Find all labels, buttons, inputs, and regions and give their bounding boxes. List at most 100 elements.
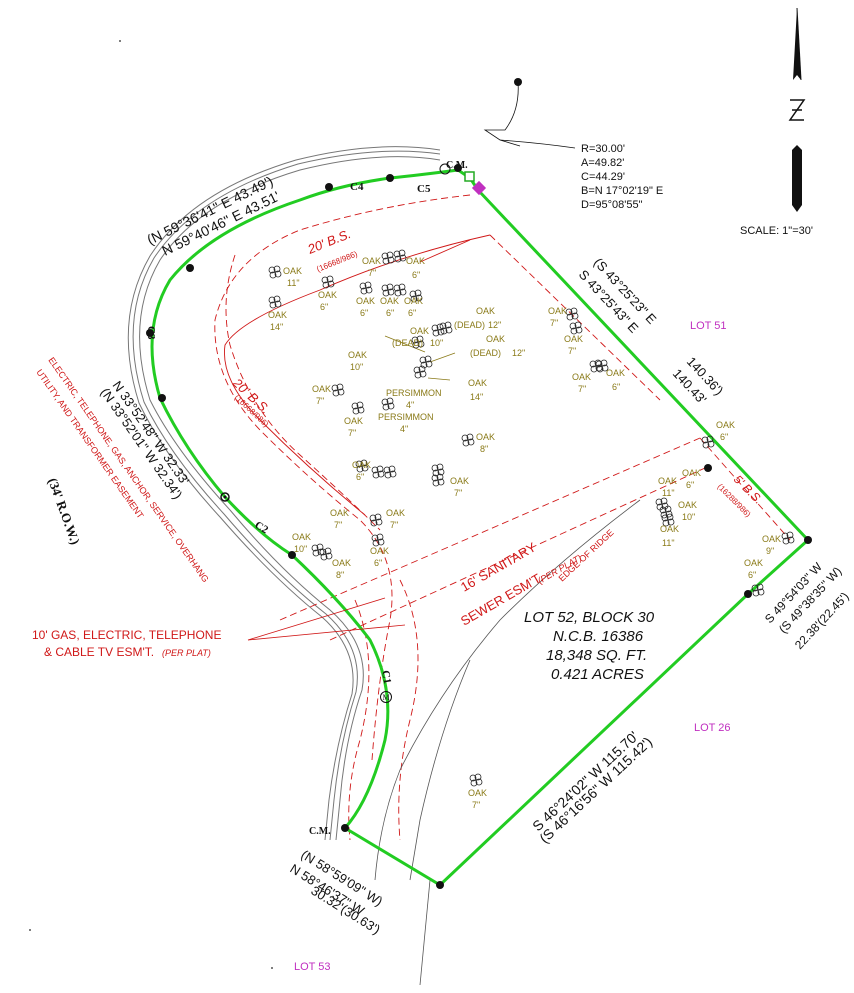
curve-bearing: B=N 17°02'19" E — [581, 185, 663, 197]
tree-label: OAK — [312, 384, 331, 394]
tree-label: OAK — [410, 326, 429, 336]
tree-label: OAK — [486, 334, 505, 344]
tree-label: OAK — [548, 306, 567, 316]
tree-label: 8" — [336, 570, 344, 580]
lot-block: LOT 52, BLOCK 30 — [524, 609, 655, 626]
bearing-se: S 46°24'02" W 115.70' — [529, 728, 641, 834]
tree-label: OAK — [660, 524, 679, 534]
curve-label-c3: C3 — [145, 326, 157, 340]
tree-label: OAK — [318, 290, 337, 300]
tree-label: 7" — [316, 396, 324, 406]
tree-label: 14" — [470, 392, 483, 402]
tree-label: OAK — [658, 476, 677, 486]
monument-square-icon — [464, 171, 475, 182]
tree-label: OAK — [762, 534, 781, 544]
tree-label: 4" — [400, 424, 408, 434]
ridge-line — [374, 499, 641, 986]
tree-label: 7" — [578, 384, 586, 394]
scan-dot — [29, 929, 31, 931]
tree-label: OAK — [468, 378, 487, 388]
bs-line-solid — [224, 234, 491, 516]
tree-label: 14" — [270, 322, 283, 332]
tree-label: 10" — [294, 544, 307, 554]
curve-delta: D=95°08'55" — [581, 199, 643, 211]
tree-label: 6" — [320, 302, 328, 312]
tree-label: OAK — [406, 256, 425, 266]
tree-label: OAK — [476, 306, 495, 316]
tree-label: 6" — [360, 308, 368, 318]
tree-label: 6" — [612, 382, 620, 392]
tree-label: 8" — [480, 444, 488, 454]
tree-label: OAK — [332, 558, 351, 568]
tree-label: OAK — [344, 416, 363, 426]
lot-boundary — [150, 168, 811, 887]
tree-label: 4" — [406, 400, 414, 410]
tree-label: 6" — [374, 558, 382, 568]
cm-label-bottom: C.M. — [309, 826, 331, 837]
tree-label: OAK — [468, 788, 487, 798]
lot-sqft: 18,348 SQ. FT. — [546, 647, 647, 664]
tree-label: OAK — [370, 546, 389, 556]
tree-label: 6" — [386, 308, 394, 318]
tree-label: 7" — [390, 520, 398, 530]
row-label: (34' R.O.W.) — [45, 476, 83, 547]
svg-text:M: M — [382, 693, 389, 702]
scan-dot — [271, 967, 273, 969]
tree-label: OAK — [330, 508, 349, 518]
row-lines — [127, 146, 441, 841]
marker-magenta-icon — [471, 180, 487, 196]
gas-easement-ref: (PER PLAT) — [162, 648, 211, 658]
tree-leaders — [384, 335, 456, 381]
tree-label: 6" — [720, 432, 728, 442]
tree-label: 11" — [287, 278, 300, 288]
tree-labels: OAK 11" OAK 14" OAK 6" OAK 7" OAK 6" OAK… — [268, 256, 781, 810]
curve-label-c2: C2 — [253, 519, 271, 536]
tree-label: OAK — [352, 460, 371, 470]
gas-easement-leaders — [247, 597, 406, 641]
tree-label: 10" — [430, 338, 443, 348]
tree-label: (DEAD) — [454, 320, 485, 330]
tree-label: 9" — [766, 546, 774, 556]
tree-label: 11" — [662, 488, 675, 498]
tree-label: 6" — [748, 570, 756, 580]
tree-label: OAK — [380, 296, 399, 306]
easement-lines — [214, 194, 791, 841]
curve-label-c5: C5 — [417, 183, 431, 195]
tree-label: 7" — [334, 520, 342, 530]
tree-label: OAK — [682, 468, 701, 478]
tree-label: 10" — [682, 512, 695, 522]
tree-label: OAK — [283, 266, 302, 276]
water-meter-icon — [439, 163, 451, 175]
tree-label: OAK — [564, 334, 583, 344]
tree-label: PERSIMMON — [378, 412, 434, 422]
lot-53-label: LOT 53 — [294, 961, 331, 973]
lot-acres: 0.421 ACRES — [551, 666, 644, 683]
curve-chord: C=44.29' — [581, 171, 625, 183]
tree-label: OAK — [476, 432, 495, 442]
gas-easement-label-1: 10' GAS, ELECTRIC, TELEPHONE — [32, 628, 221, 642]
pin-icon — [220, 492, 230, 502]
tree-label: 7" — [348, 428, 356, 438]
tree-label: (DEAD) — [470, 348, 501, 358]
lot-26-label: LOT 26 — [694, 722, 731, 734]
tree-label: OAK — [716, 420, 735, 430]
lot-ncb: N.C.B. 16386 — [553, 628, 644, 645]
tree-label: 7" — [368, 268, 376, 278]
survey-points — [146, 78, 812, 889]
tree-label: OAK — [348, 350, 367, 360]
curve-radius: R=30.00' — [581, 143, 625, 155]
tree-label: OAK — [386, 508, 405, 518]
gas-easement-label-2: & CABLE TV ESM'T. — [44, 645, 154, 659]
curve-label-c4: C4 — [350, 181, 364, 193]
tree-label: 10" — [350, 362, 363, 372]
tree-label: (DEAD) — [392, 338, 423, 348]
tree-label: OAK — [744, 558, 763, 568]
tree-label: OAK — [362, 256, 381, 266]
tree-label: 7" — [472, 800, 480, 810]
scan-dot — [119, 40, 121, 42]
tree-label: 7" — [454, 488, 462, 498]
curve-label-c1: C1 — [379, 669, 393, 684]
bearing-se-record: (S 46°16'56" W 115.42') — [536, 734, 655, 847]
meter-icon: M — [380, 691, 392, 703]
